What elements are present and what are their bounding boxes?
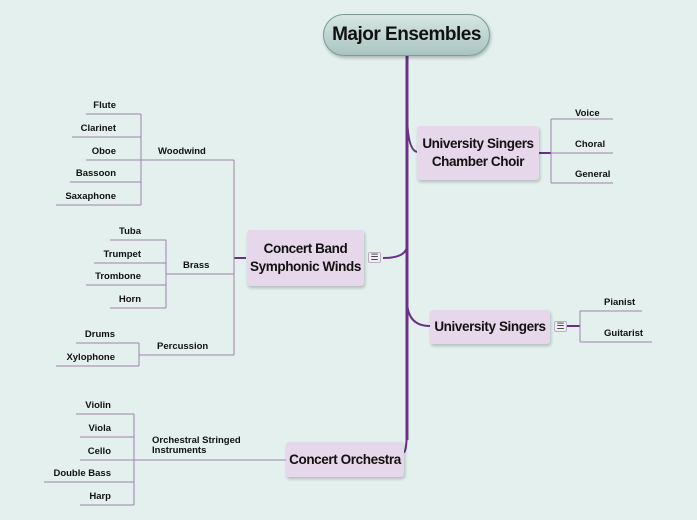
- leaf-saxaphone[interactable]: Saxaphone: [65, 191, 116, 202]
- node-chamber-choir-label: University Singers Chamber Choir: [422, 136, 534, 169]
- list-menu-icon[interactable]: ☰: [554, 321, 567, 332]
- group-woodwind[interactable]: Woodwind: [158, 146, 206, 157]
- leaf-guitarist[interactable]: Guitarist: [604, 328, 644, 339]
- leaf-drums[interactable]: Drums: [84, 329, 115, 340]
- leaf-voice[interactable]: Voice: [575, 108, 600, 119]
- node-university-singers-label: University Singers: [434, 319, 546, 334]
- leaf-tuba[interactable]: Tuba: [119, 226, 141, 237]
- root-node[interactable]: Major Ensembles: [323, 14, 490, 56]
- leaf-trumpet[interactable]: Trumpet: [103, 249, 141, 260]
- group-percussion[interactable]: Percussion: [157, 341, 209, 352]
- node-concert-orchestra[interactable]: Concert Orchestra: [286, 442, 404, 477]
- list-menu-icon[interactable]: ☰: [368, 252, 381, 263]
- leaf-clarinet[interactable]: Clarinet: [80, 123, 116, 134]
- leaf-flute[interactable]: Flute: [93, 100, 116, 111]
- leaf-bassoon[interactable]: Bassoon: [75, 168, 116, 179]
- leaf-double-bass[interactable]: Double Bass: [53, 468, 111, 479]
- group-orchestral-strings[interactable]: Orchestral Stringed Instruments: [152, 435, 241, 456]
- leaf-cello[interactable]: Cello: [87, 446, 111, 457]
- node-university-singers[interactable]: University Singers: [430, 310, 550, 344]
- node-chamber-choir[interactable]: University Singers Chamber Choir: [417, 126, 539, 180]
- leaf-xylophone[interactable]: Xylophone: [66, 352, 115, 363]
- leaf-trombone[interactable]: Trombone: [95, 271, 141, 282]
- leaf-horn[interactable]: Horn: [118, 294, 141, 305]
- node-concert-band[interactable]: Concert Band Symphonic Winds: [247, 230, 364, 286]
- leaf-general[interactable]: General: [575, 169, 611, 180]
- group-brass[interactable]: Brass: [183, 260, 210, 271]
- leaf-choral[interactable]: Choral: [575, 139, 606, 150]
- node-concert-band-label: Concert Band Symphonic Winds: [250, 241, 361, 274]
- leaf-harp[interactable]: Harp: [89, 491, 111, 502]
- leaf-pianist[interactable]: Pianist: [604, 297, 636, 308]
- leaf-violin[interactable]: Violin: [85, 400, 111, 411]
- leaf-viola[interactable]: Viola: [88, 423, 111, 434]
- node-concert-orchestra-label: Concert Orchestra: [289, 451, 401, 467]
- leaf-oboe[interactable]: Oboe: [91, 146, 116, 157]
